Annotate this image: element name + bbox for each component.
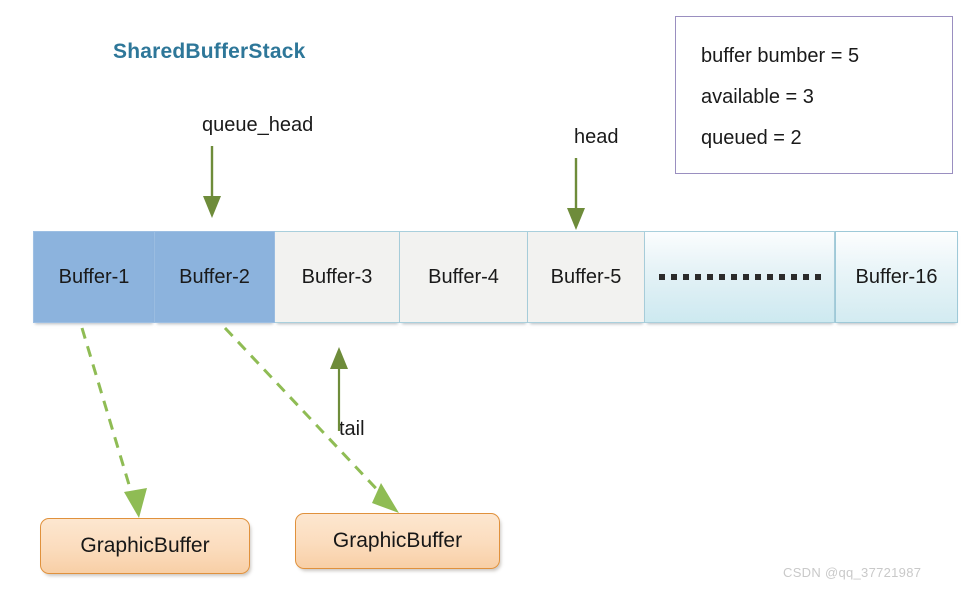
queue-head-arrow-icon bbox=[203, 146, 221, 218]
buffer-cell-label: Buffer-16 bbox=[855, 265, 938, 288]
buffer-cell-label: Buffer-2 bbox=[179, 265, 250, 288]
graphic-buffer-node-1[interactable]: GraphicBuffer bbox=[40, 518, 250, 574]
buffer-cell-label: Buffer-4 bbox=[428, 265, 499, 288]
buffer-cell-16[interactable]: Buffer-16 bbox=[835, 231, 958, 323]
buffer-cell-5[interactable]: Buffer-5 bbox=[528, 231, 645, 323]
buffer-cell-2[interactable]: Buffer-2 bbox=[155, 231, 275, 323]
graphic-buffer-label: GraphicBuffer bbox=[332, 529, 463, 552]
buffer-cell-label: Buffer-3 bbox=[301, 265, 373, 288]
tail-arrow-icon bbox=[330, 347, 348, 431]
buffer-cell-ellipsis[interactable] bbox=[645, 231, 835, 323]
buffer-cell-4[interactable]: Buffer-4 bbox=[400, 231, 528, 323]
ellipsis-icon bbox=[658, 274, 821, 280]
graphic-buffer-label: GraphicBuffer bbox=[80, 534, 210, 557]
head-label: head bbox=[574, 126, 619, 148]
legend-line-queued: queued = 2 bbox=[701, 127, 802, 149]
buffer-cell-label: Buffer-1 bbox=[58, 265, 130, 288]
legend-line-available: available = 3 bbox=[701, 86, 814, 108]
shared-buffer-stack-strip: Buffer-1 Buffer-2 Buffer-3 Buffer-4 Buff… bbox=[33, 231, 958, 323]
buffer-cell-3[interactable]: Buffer-3 bbox=[275, 231, 400, 323]
buffer1-to-graphicbuffer-link-icon bbox=[80, 326, 399, 518]
head-arrow-icon bbox=[567, 158, 585, 230]
legend-line-buffer-number: buffer bumber = 5 bbox=[701, 45, 860, 67]
queue-head-label: queue_head bbox=[202, 114, 314, 136]
buffer-cell-label: Buffer-5 bbox=[550, 265, 622, 288]
stats-legend-box: buffer bumber = 5 available = 3 queued =… bbox=[675, 16, 953, 174]
buffer-cell-1[interactable]: Buffer-1 bbox=[33, 231, 155, 323]
page-title: SharedBufferStack bbox=[113, 40, 306, 63]
watermark-text: CSDN @qq_37721987 bbox=[783, 565, 922, 580]
tail-label: tail bbox=[339, 418, 365, 440]
graphic-buffer-node-2[interactable]: GraphicBuffer bbox=[295, 513, 500, 569]
